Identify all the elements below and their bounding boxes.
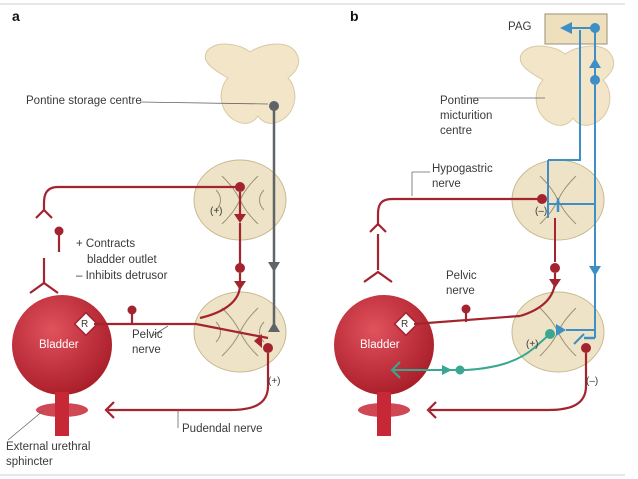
pontine-micturition-label-line3: centre <box>440 125 472 137</box>
sphincter-label: External urethral <box>6 441 91 453</box>
ganglion-neuron-a <box>54 226 64 236</box>
receptor-label-b: R <box>401 319 409 330</box>
external-urethral-sphincter-b <box>358 403 410 417</box>
panel-b-graphics <box>334 13 615 436</box>
sacral-plus-label-b: (+) <box>526 339 539 350</box>
pelvic-nerve-label-a-line2: nerve <box>132 344 161 356</box>
sacral-plus-label: (+) <box>268 376 281 387</box>
spinal-minus-label: (–) <box>535 206 548 217</box>
panel-b-letter: b <box>350 8 359 24</box>
receptor-label-a: R <box>81 319 89 330</box>
pelvic-nerve-label-b: Pelvic <box>446 270 477 282</box>
bladder-label-a: Bladder <box>39 339 79 351</box>
external-urethral-sphincter-a <box>36 403 88 417</box>
sacral-motor-neuron-b <box>581 343 591 353</box>
bladder-label-b: Bladder <box>360 339 400 351</box>
pontine-storage-label: Pontine storage centre <box>26 95 142 107</box>
hypogastric-label: Hypogastric <box>432 163 493 175</box>
pelvic-nerve-label-a: Pelvic <box>132 329 163 341</box>
pontine-storage-neuron <box>269 101 279 111</box>
inhibits-label: – Inhibits detrusor <box>76 270 168 282</box>
sphincter-label-line2: sphincter <box>6 456 53 468</box>
pontine-micturition-label-line2: micturition <box>440 110 493 122</box>
pudendal-nerve-a <box>108 353 270 412</box>
panel-a-graphics <box>7 43 300 441</box>
sacral-motor-neuron-a <box>263 343 273 353</box>
hypogastric-nerve-a <box>42 185 240 210</box>
hypogastric-nerve-b <box>376 197 542 226</box>
pudendal-nerve-b <box>430 353 588 412</box>
contracts-label-line2: bladder outlet <box>87 254 157 266</box>
pons-b <box>520 45 615 126</box>
pons-a <box>205 43 300 124</box>
hypogastric-label-line2: nerve <box>432 178 461 190</box>
pelvic-nerve-a <box>94 322 269 340</box>
sacral-minus-label-b: (–) <box>586 376 599 387</box>
pontine-micturition-label: Pontine <box>440 95 480 107</box>
spinal-plus-label: (+) <box>210 206 223 217</box>
pag-label: PAG <box>508 21 532 33</box>
panel-a-letter: a <box>12 8 20 24</box>
contracts-label: + Contracts <box>76 238 136 250</box>
pudendal-nerve-label: Pudendal nerve <box>182 423 263 435</box>
pathway-arrow-a <box>268 262 280 272</box>
green-interneuron-path <box>394 333 551 371</box>
pathway-terminal-a <box>268 322 280 332</box>
pelvic-nerve-label-b-line2: nerve <box>446 285 475 297</box>
pontine-micturition-neuron <box>590 75 600 85</box>
